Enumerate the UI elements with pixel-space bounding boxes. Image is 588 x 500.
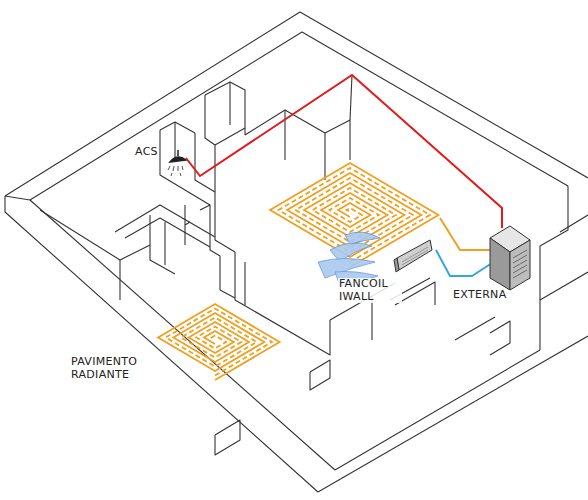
system-label: PAVIMENTO RADIANTE [70, 356, 154, 381]
walls [5, 12, 588, 492]
floor-pipe [158, 304, 280, 380]
unit-label: FANCOIL IWALL [338, 278, 402, 303]
floor-pipe-return [166, 309, 272, 376]
radiant-floor [158, 163, 438, 380]
hot-water-pipe [186, 75, 502, 228]
external-unit [490, 226, 530, 290]
unit-label: EXTERNA [452, 289, 507, 302]
service-label: ACS [134, 146, 159, 159]
shower-head [168, 150, 186, 176]
fancoil-unit [394, 240, 432, 272]
cold-pipe [436, 250, 492, 276]
floor-pipe-return [279, 168, 430, 262]
floor-pipe-feed [440, 218, 490, 250]
